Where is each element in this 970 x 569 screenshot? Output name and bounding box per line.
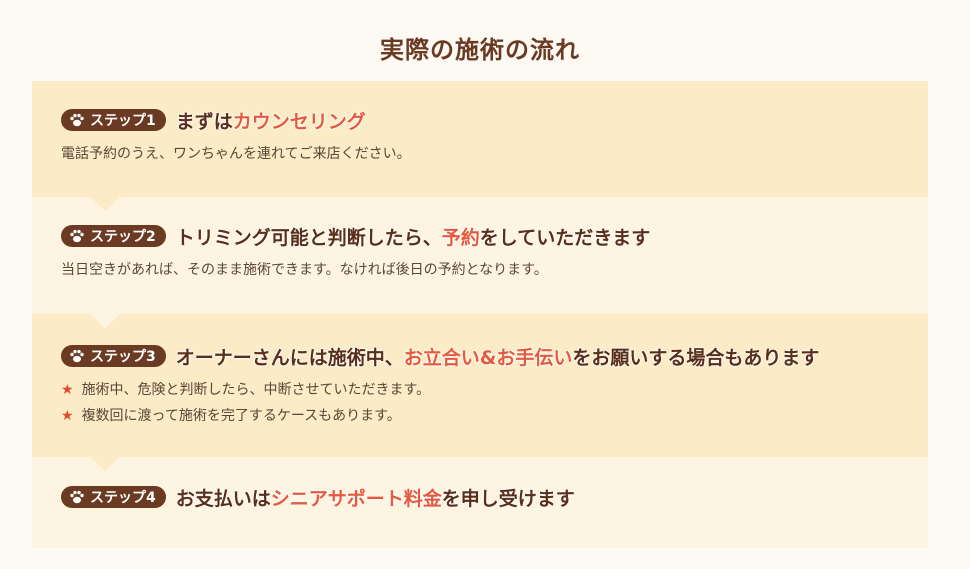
step-badge-label: ステップ4 — [90, 490, 156, 506]
step-badge: ステップ3 — [61, 345, 166, 367]
step-heading-row: ステップ2 トリミング可能と判断したら、予約をしていただきます — [61, 223, 900, 249]
heading-text-end: をお願いする場合もあります — [572, 346, 820, 369]
heading-highlight: お立合い&お手伝い — [403, 346, 573, 369]
step-2: ステップ2 トリミング可能と判断したら、予約をしていただきます 当日空きがあれば… — [32, 197, 928, 314]
list-item-text: 複数回に渡って施術を完了するケースもあります。 — [81, 408, 401, 424]
step-badge-label: ステップ3 — [90, 349, 156, 365]
step-badge: ステップ1 — [61, 109, 166, 131]
paw-icon — [70, 229, 84, 243]
step-badge: ステップ2 — [61, 225, 166, 247]
step-description: 電話予約のうえ、ワンちゃんを連れてご来店ください。 — [61, 146, 411, 162]
step-heading-row: ステップ1 まずはカウンセリング — [61, 107, 900, 133]
step-heading-row: ステップ4 お支払いはシニアサポート料金を申し受けます — [61, 484, 900, 510]
star-icon: ★ — [61, 382, 74, 398]
step-heading-row: ステップ3 オーナーさんには施術中、お立合い&お手伝いをお願いする場合もあります — [61, 343, 900, 369]
heading-text: お支払いは — [175, 487, 271, 510]
step-3: ステップ3 オーナーさんには施術中、お立合い&お手伝いをお願いする場合もあります… — [32, 314, 928, 457]
step-bullet-list: ★ 施術中、危険と判断したら、中断させていただきます。 ★ 複数回に渡って施術を完了… — [61, 377, 900, 429]
page-title: 実際の施術の流れ — [380, 36, 580, 65]
step-heading: まずはカウンセリング — [176, 107, 366, 134]
heading-text: トリミング可能と判断したら、 — [175, 226, 442, 249]
step-heading: お支払いはシニアサポート料金を申し受けます — [176, 484, 575, 511]
heading-text-end: をしていただきます — [479, 226, 651, 249]
star-icon: ★ — [61, 408, 74, 424]
heading-highlight: カウンセリング — [232, 110, 366, 133]
step-4: ステップ4 お支払いはシニアサポート料金を申し受けます — [32, 457, 928, 548]
list-item: ★ 複数回に渡って施術を完了するケースもあります。 — [61, 403, 900, 429]
step-1: ステップ1 まずはカウンセリング 電話予約のうえ、ワンちゃんを連れてご来店くださ… — [32, 81, 928, 197]
step-badge-label: ステップ1 — [90, 113, 156, 129]
paw-icon — [70, 490, 84, 504]
step-description: 当日空きがあれば、そのまま施術できます。なければ後日の予約となります。 — [61, 262, 548, 278]
step-badge-label: ステップ2 — [90, 229, 156, 245]
paw-icon — [70, 113, 84, 127]
step-heading: トリミング可能と判断したら、予約をしていただきます — [176, 223, 650, 250]
heading-text-end: を申し受けます — [441, 487, 575, 510]
step-heading: オーナーさんには施術中、お立合い&お手伝いをお願いする場合もあります — [176, 343, 820, 370]
heading-text: オーナーさんには施術中、 — [175, 346, 404, 369]
steps-list: ステップ1 まずはカウンセリング 電話予約のうえ、ワンちゃんを連れてご来店くださ… — [32, 81, 928, 548]
heading-highlight: シニアサポート料金 — [270, 487, 442, 510]
heading-highlight: 予約 — [441, 226, 480, 249]
list-item-text: 施術中、危険と判断したら、中断させていただきます。 — [81, 382, 431, 398]
paw-icon — [70, 349, 84, 363]
heading-text: まずは — [175, 110, 233, 133]
list-item: ★ 施術中、危険と判断したら、中断させていただきます。 — [61, 377, 900, 403]
step-badge: ステップ4 — [61, 486, 166, 508]
